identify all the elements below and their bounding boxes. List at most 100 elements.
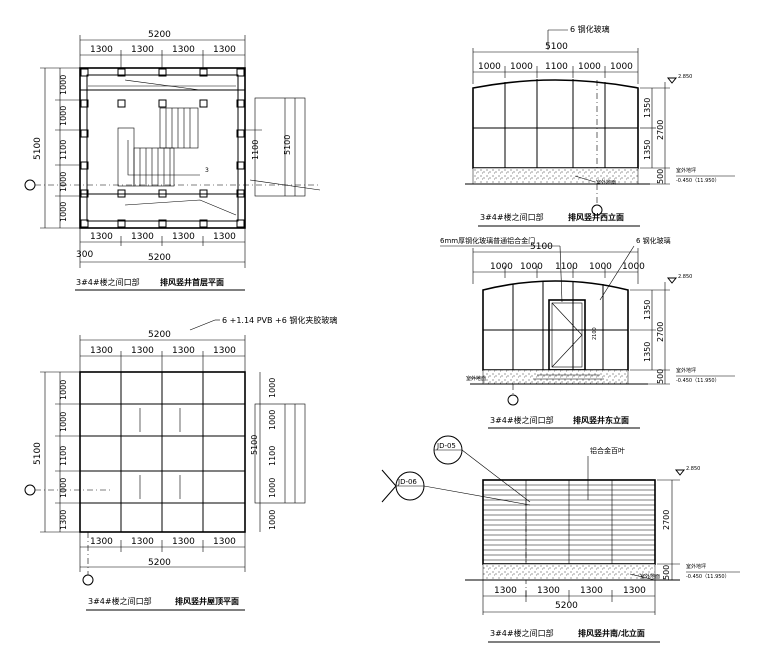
plan2-right-4: 1000 <box>268 478 277 498</box>
elev1-facade <box>472 79 639 169</box>
plan2-top-2: 1300 <box>131 346 154 356</box>
elev3-tag-2: JD-06 <box>397 478 417 486</box>
elev2-title-prefix: 3#4#楼之间口部 <box>490 415 554 425</box>
axis-tag-icon <box>507 394 519 406</box>
dim-total-top: 5200 <box>148 30 171 40</box>
plan1-columns <box>80 68 245 228</box>
elev2-glass-note: 6 钢化玻璃 <box>636 236 671 245</box>
dim-top-4: 1300 <box>213 45 236 55</box>
plan1-title: 排风竖井首层平面 <box>160 277 224 287</box>
plan1-left-total: 5100 <box>33 137 43 160</box>
elev1-top-2: 1000 <box>510 62 533 72</box>
plan1-stair-label: 3 <box>205 167 209 174</box>
axis-tag-icon <box>24 179 36 191</box>
plan2-right-1: 1000 <box>268 378 277 398</box>
elev2-base <box>482 369 629 385</box>
elev3-right-total: 2700 <box>662 510 671 530</box>
plan2-top-total: 5200 <box>148 330 171 340</box>
plan2-bottom-total: 5200 <box>148 558 171 568</box>
elev1-top-1: 1000 <box>478 62 501 72</box>
plan1-bottom-total: 5200 <box>148 253 171 263</box>
plan1-left-3: 1100 <box>59 140 68 160</box>
elev1-title: 排风竖井西立面 <box>568 212 624 222</box>
plan2-left-4: 1000 <box>59 478 68 498</box>
plan1-left-2: 1000 <box>59 106 68 126</box>
elev3-tag-1: JD-05 <box>436 442 456 450</box>
elev1-ground-label: 室外地坪 <box>676 167 696 174</box>
plan2-bottom-4: 1300 <box>213 537 236 547</box>
elev3-bottom-1: 1300 <box>494 586 517 596</box>
elev3-base <box>482 563 656 581</box>
plan2-right-total: 5100 <box>250 435 259 455</box>
plan1-title-prefix: 3#4#楼之间口部 <box>76 277 140 287</box>
elev2-facade <box>482 280 629 371</box>
plan2-right-5: 1000 <box>268 510 277 530</box>
elev3-ground-note: 室外地面 <box>640 573 660 580</box>
elevation-south-north: JD-05 JD-06 铝合金百叶 室外地面 2700 500 2.850 室外… <box>381 435 740 643</box>
elev3-title-prefix: 3#4#楼之间口部 <box>490 628 554 638</box>
elev1-base-dim: 500 <box>656 169 665 184</box>
elev2-title: 排风竖井东立面 <box>573 415 629 425</box>
plan1-bottom-4: 1300 <box>213 232 236 242</box>
elev2-top-2: 1000 <box>520 262 543 272</box>
elevation-west: 6 钢化玻璃 5100 1000 1000 1100 1000 1000 室外地… <box>465 24 735 227</box>
plan1-left-5: 1000 <box>59 202 68 222</box>
elev3-louver-slats <box>483 480 655 564</box>
axis-tag-icon <box>24 484 36 496</box>
elev2-base-dim: 500 <box>656 369 665 384</box>
plan1-inner-wall <box>86 74 239 222</box>
elev2-total: 5100 <box>530 242 553 252</box>
plan2-title-prefix: 3#4#楼之间口部 <box>88 596 152 606</box>
elev1-top-5: 1000 <box>610 62 633 72</box>
elev1-total: 5100 <box>545 42 568 52</box>
elev2-door-note: 6mm厚钢化玻璃普通铝合金门 <box>440 236 535 245</box>
elev1-level-top: 2.850 <box>678 74 692 80</box>
plan2-left-3: 1100 <box>59 446 68 466</box>
plan1-outer-wall <box>79 67 246 229</box>
plan2-right-2: 1000 <box>268 410 277 430</box>
plan2-bottom-2: 1300 <box>131 537 154 547</box>
dim-top-1: 1300 <box>90 45 113 55</box>
elev1-top-4: 1000 <box>578 62 601 72</box>
plan1-bottom-1: 1300 <box>90 232 113 242</box>
elev3-bottom-2: 1300 <box>537 586 560 596</box>
plan1-stairs <box>88 79 237 216</box>
elev2-ground-label: 室外地坪 <box>676 367 696 374</box>
elev2-level-top: 2.850 <box>678 274 692 280</box>
elev2-level-bottom: -0.450（11.950） <box>676 378 720 384</box>
dim-top-2: 1300 <box>131 45 154 55</box>
elev1-right-1: 1350 <box>643 98 652 118</box>
elev1-glass-note: 6 钢化玻璃 <box>570 24 610 34</box>
plan2-left-1: 1000 <box>59 380 68 400</box>
plan1-left-4: 1000 <box>59 172 68 192</box>
elev3-bottom-total: 5200 <box>555 601 578 611</box>
elev3-level-top: 2.850 <box>686 466 700 472</box>
elev2-door-height: 2100 <box>592 327 598 340</box>
elev3-base-dim: 500 <box>662 565 671 580</box>
elev1-top-3: 1100 <box>545 62 568 72</box>
elev1-title-prefix: 3#4#楼之间口部 <box>480 212 544 222</box>
elev2-right-2: 1350 <box>643 342 652 362</box>
plan1-bottom-3: 1300 <box>172 232 195 242</box>
plan1-left-1: 1000 <box>59 75 68 95</box>
elev1-right-total: 2700 <box>656 120 665 140</box>
plan2-left-5: 1300 <box>59 510 68 530</box>
plan2-glass-note: 6 +1.14 PVB +6 钢化夹胶玻璃 <box>222 315 337 325</box>
plan2-left-2: 1000 <box>59 412 68 432</box>
plan2-bottom-1: 1300 <box>90 537 113 547</box>
plan-ground-floor: 5200 1300 1300 1300 1300 <box>24 30 321 291</box>
elev3-louver-note: 铝合金百叶 <box>590 446 625 455</box>
plan2-exterior-steps <box>254 403 306 504</box>
elev3-title: 排风竖井南/北立面 <box>578 628 645 638</box>
plan2-left-total: 5100 <box>33 442 43 465</box>
elev2-top-1: 1000 <box>490 262 513 272</box>
plan1-exterior-steps <box>245 97 321 197</box>
elev2-top-3: 1100 <box>555 262 578 272</box>
plan2-top-3: 1300 <box>172 346 195 356</box>
elev1-level-bottom: -0.450（11.950） <box>676 178 720 184</box>
elev2-door <box>548 299 586 371</box>
elev2-right-total: 2700 <box>656 322 665 342</box>
plan1-stair-total: 5100 <box>283 135 292 155</box>
plan-roof: 6 +1.14 PVB +6 钢化夹胶玻璃 5200 1300 1300 130… <box>24 315 337 611</box>
